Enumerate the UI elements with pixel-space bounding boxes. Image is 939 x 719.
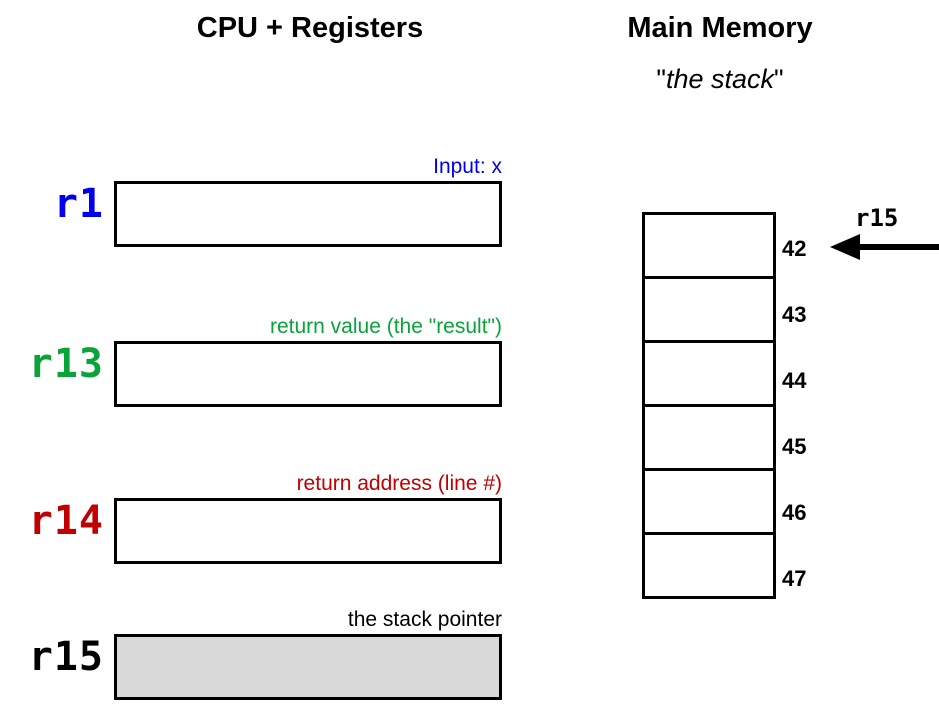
register-box-r13[interactable] xyxy=(114,341,502,407)
register-box-r15[interactable] xyxy=(114,634,502,700)
register-label-r15: r15 xyxy=(28,634,104,680)
memory-address-label: 43 xyxy=(782,302,807,327)
main-memory-title: Main Memory xyxy=(627,12,813,44)
register-row-r1: Input: x r1 xyxy=(0,155,520,255)
memory-address-label: 46 xyxy=(782,500,807,525)
register-caption-r1: Input: x xyxy=(433,155,502,178)
subtitle-the-stack: the stack xyxy=(665,64,775,94)
register-box-r1[interactable] xyxy=(114,181,502,247)
memory-cell[interactable] xyxy=(642,404,776,471)
register-row-r13: return value (the "result") r13 xyxy=(0,315,520,415)
register-row-r15: the stack pointer r15 xyxy=(0,608,520,708)
stack-pointer-arrow-label: r15 xyxy=(855,204,899,232)
cpu-registers-title: CPU + Registers xyxy=(196,12,424,44)
memory-address-label: 44 xyxy=(782,368,807,393)
register-caption-r15: the stack pointer xyxy=(347,608,502,631)
subtitle-open-quote: " xyxy=(656,64,666,94)
register-caption-r14: return address (line #) xyxy=(296,472,502,495)
register-label-r1: r1 xyxy=(53,181,104,227)
register-caption-r13: return value (the "result") xyxy=(269,315,502,338)
memory-address-label: 47 xyxy=(782,566,807,591)
memory-cell[interactable] xyxy=(642,532,776,599)
memory-cell[interactable] xyxy=(642,212,776,279)
memory-cell[interactable] xyxy=(642,276,776,343)
memory-cell[interactable] xyxy=(642,340,776,407)
left-arrow-icon xyxy=(830,234,939,260)
memory-cell[interactable] xyxy=(642,468,776,535)
memory-address-label: 42 xyxy=(782,236,807,261)
register-row-r14: return address (line #) r14 xyxy=(0,472,520,572)
register-label-r13: r13 xyxy=(28,341,104,387)
subtitle-close-quote: " xyxy=(774,64,784,94)
stack-pointer-arrow xyxy=(830,232,939,262)
main-memory-subtitle: "the stack" xyxy=(570,62,870,96)
memory-stack: 42 43 44 45 46 47 xyxy=(642,212,806,612)
register-box-r14[interactable] xyxy=(114,498,502,564)
memory-address-label: 45 xyxy=(782,434,807,459)
register-label-r14: r14 xyxy=(28,498,104,544)
